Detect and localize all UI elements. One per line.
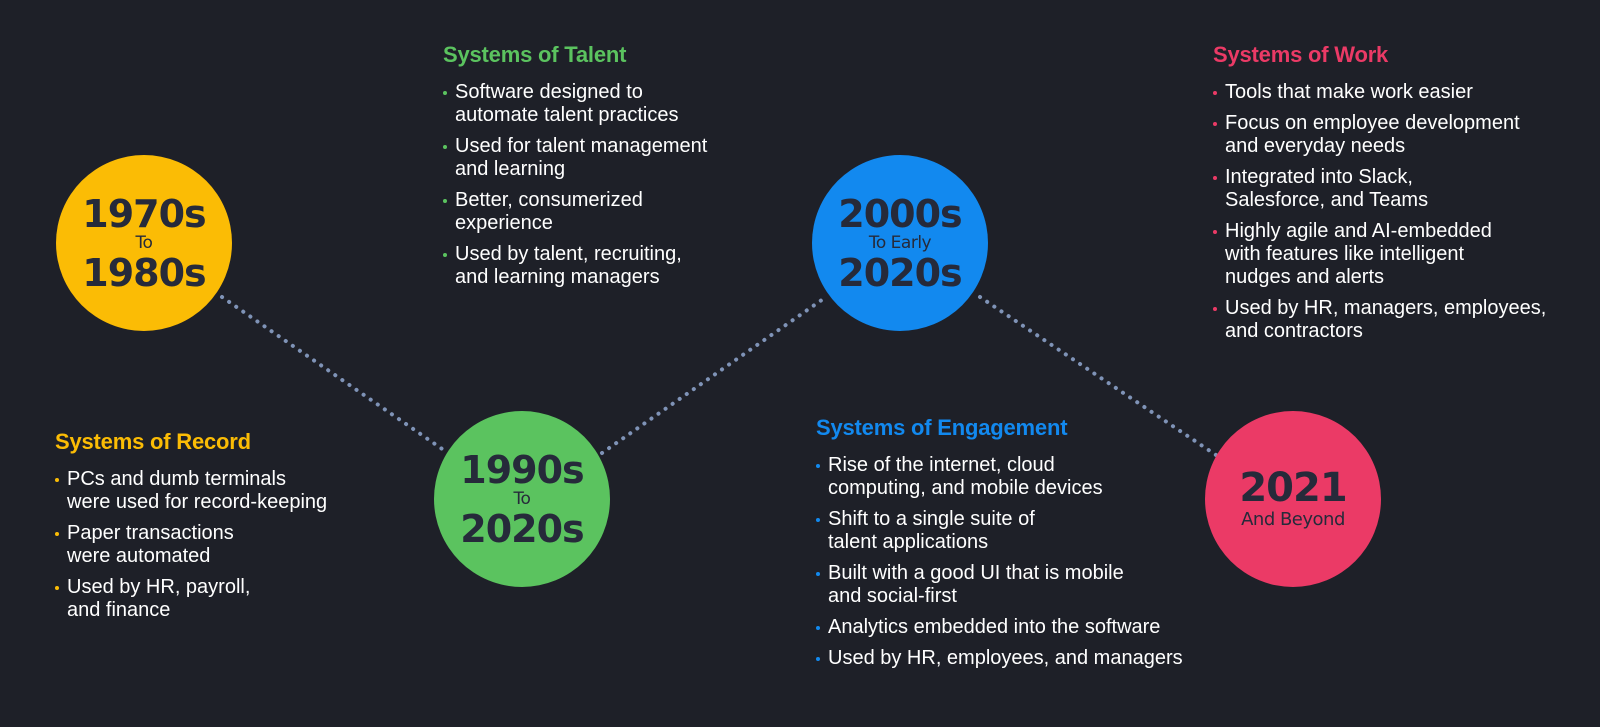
block-title: Systems of Talent <box>443 42 627 67</box>
list-item: Better, consumerized experience <box>443 189 773 235</box>
list-item: Used by talent, recruiting, and learning… <box>443 243 773 289</box>
bullet-dot-icon <box>816 518 820 522</box>
list-item-text: Focus on employee development and everyd… <box>1225 112 1520 157</box>
list-item-text: Highly agile and AI-embedded with featur… <box>1225 220 1492 288</box>
list-item-text: Used by HR, employees, and managers <box>828 647 1183 669</box>
list-item: Used by HR, managers, employees, and con… <box>1213 297 1593 343</box>
list-item-text: Rise of the internet, cloud computing, a… <box>828 454 1103 499</box>
list-item-text: Shift to a single suite of talent applic… <box>828 508 1035 553</box>
era-circle-1990s: 1990s To 2020s <box>434 411 610 587</box>
list-item-text: Integrated into Slack, Salesforce, and T… <box>1225 166 1429 211</box>
list-item-text: Used by HR, managers, employees, and con… <box>1225 297 1547 342</box>
list-item-text: Paper transactions were automated <box>67 522 234 567</box>
bullet-dot-icon <box>816 626 820 630</box>
bullet-dot-icon <box>443 199 447 203</box>
list-item: Shift to a single suite of talent applic… <box>816 508 1216 554</box>
era-connector-word: To <box>135 232 153 253</box>
list-item: Focus on employee development and everyd… <box>1213 112 1593 158</box>
list-item: Paper transactions were automated <box>55 522 385 568</box>
connector-1990s-2000s <box>600 295 828 455</box>
era-start: 2021 <box>1239 465 1347 511</box>
list-item-text: Used for talent management and learning <box>455 135 708 180</box>
list-item: Integrated into Slack, Salesforce, and T… <box>1213 166 1593 212</box>
list-item: PCs and dumb terminals were used for rec… <box>55 468 385 514</box>
bullet-dot-icon <box>55 532 59 536</box>
era-connector-word: And Beyond <box>1241 509 1345 530</box>
bullet-dot-icon <box>816 657 820 661</box>
list-item: Highly agile and AI-embedded with featur… <box>1213 220 1593 289</box>
bullet-dot-icon <box>1213 122 1217 126</box>
bullet-dot-icon <box>816 572 820 576</box>
era-connector-word: To <box>513 488 531 509</box>
bullet-dot-icon <box>443 91 447 95</box>
block-title: Systems of Engagement <box>816 415 1068 440</box>
list-item-text: Analytics embedded into the software <box>828 616 1161 638</box>
list-item: Tools that make work easier <box>1213 81 1593 104</box>
list-item: Rise of the internet, cloud computing, a… <box>816 454 1216 500</box>
list-item: Software designed to automate talent pra… <box>443 81 773 127</box>
systems-of-work-block: Systems of Work Tools that make work eas… <box>1213 41 1593 351</box>
era-start: 1990s <box>460 447 584 492</box>
systems-of-engagement-block: Systems of Engagement Rise of the intern… <box>816 414 1216 678</box>
systems-of-record-block: Systems of Record PCs and dumb terminals… <box>55 428 385 630</box>
list-item-text: Used by HR, payroll, and finance <box>67 576 251 621</box>
list-item-text: Built with a good UI that is mobile and … <box>828 562 1124 607</box>
era-start: 1970s <box>82 191 206 236</box>
list-item: Analytics embedded into the software <box>816 616 1216 639</box>
list-item-text: Tools that make work easier <box>1225 81 1473 103</box>
bullet-dot-icon <box>55 478 59 482</box>
systems-of-talent-block: Systems of Talent Software designed to a… <box>443 41 773 297</box>
list-item-text: Better, consumerized experience <box>455 189 643 234</box>
block-title: Systems of Record <box>55 429 251 454</box>
list-item-text: PCs and dumb terminals were used for rec… <box>67 468 328 513</box>
connector-2000s-2021 <box>978 295 1221 459</box>
bullet-list: Rise of the internet, cloud computing, a… <box>816 454 1216 670</box>
bullet-dot-icon <box>1213 307 1217 311</box>
block-title: Systems of Work <box>1213 42 1389 67</box>
bullet-dot-icon <box>1213 176 1217 180</box>
bullet-dot-icon <box>1213 91 1217 95</box>
bullet-dot-icon <box>443 253 447 257</box>
era-end: 2020s <box>838 250 962 295</box>
bullet-dot-icon <box>55 586 59 590</box>
connector-1970s-1990s <box>220 295 450 455</box>
bullet-list: Software designed to automate talent pra… <box>443 81 773 289</box>
list-item: Built with a good UI that is mobile and … <box>816 562 1216 608</box>
era-circle-1970s: 1970s To 1980s <box>56 155 232 331</box>
list-item-text: Software designed to automate talent pra… <box>455 81 679 126</box>
bullet-list: Tools that make work easier Focus on emp… <box>1213 81 1593 343</box>
era-end: 1980s <box>82 250 206 295</box>
bullet-dot-icon <box>443 145 447 149</box>
era-start: 2000s <box>838 191 962 236</box>
list-item-text: Used by talent, recruiting, and learning… <box>455 243 682 288</box>
list-item: Used by HR, employees, and managers <box>816 647 1216 670</box>
era-circle-2000s: 2000s To Early 2020s <box>812 155 988 331</box>
era-end: 2020s <box>460 506 584 551</box>
list-item: Used by HR, payroll, and finance <box>55 576 385 622</box>
bullet-dot-icon <box>816 464 820 468</box>
era-circle-2021: 2021 And Beyond <box>1205 411 1381 587</box>
era-connector-word: To Early <box>868 232 932 253</box>
bullet-list: PCs and dumb terminals were used for rec… <box>55 468 385 622</box>
bullet-dot-icon <box>1213 230 1217 234</box>
list-item: Used for talent management and learning <box>443 135 773 181</box>
